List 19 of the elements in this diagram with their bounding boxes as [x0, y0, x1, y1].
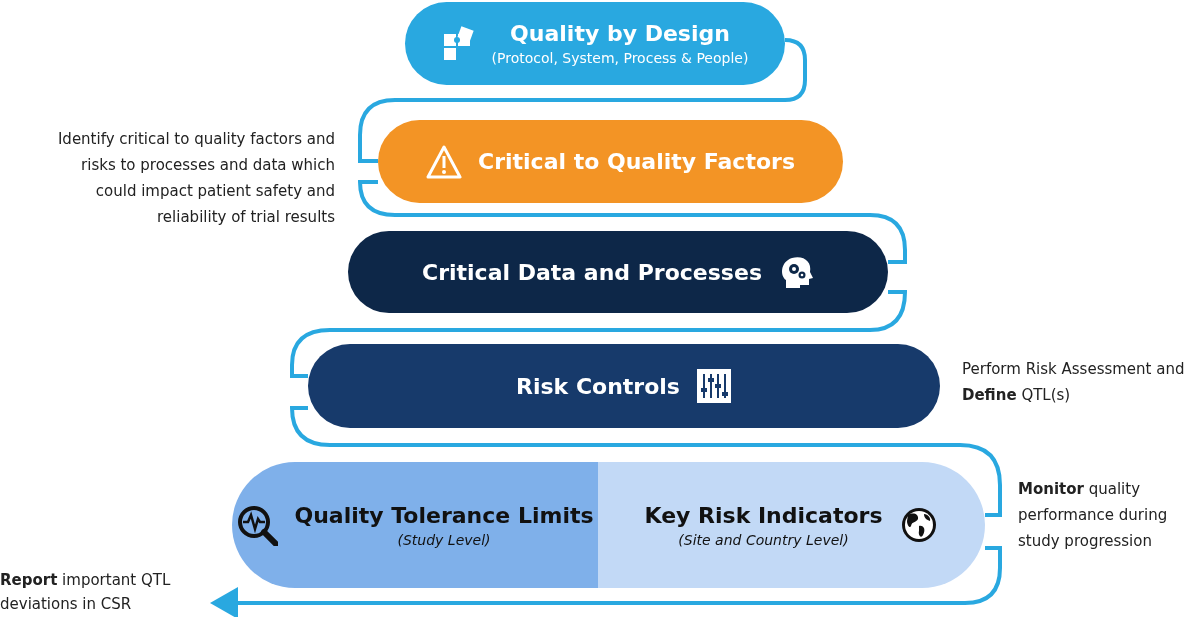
connector-line — [290, 406, 1002, 517]
note-text: Report important QTL deviations in CSR — [0, 568, 210, 616]
arrow — [210, 546, 1002, 617]
stage-title: Quality Tolerance Limits — [294, 502, 594, 528]
stage-pill — [598, 462, 985, 588]
side-note: Perform Risk Assessment and Define QTL(s) — [962, 359, 1186, 406]
stage-title: Risk Controls — [516, 373, 680, 399]
stage-subtitle: (Protocol, System, Process & People) — [491, 50, 749, 66]
side-note: Monitor quality performance during study progression — [1018, 479, 1169, 552]
stage-title: Critical to Quality Factors — [478, 149, 795, 174]
side-note: Identify critical to quality factors and risks to processes and data which could impact patient safety and reliability of trial results — [56, 129, 335, 228]
stage-subtitle: (Site and Country Level) — [678, 531, 849, 548]
stage-pill — [232, 462, 598, 588]
connector-line — [358, 180, 907, 264]
stage-subtitle: (Study Level) — [397, 531, 491, 548]
stage-title: Critical Data and Processes — [422, 259, 762, 285]
stage-title: Quality by Design — [510, 21, 730, 46]
connector-line — [290, 290, 907, 378]
stage-title: Key Risk Indicators — [644, 502, 883, 528]
